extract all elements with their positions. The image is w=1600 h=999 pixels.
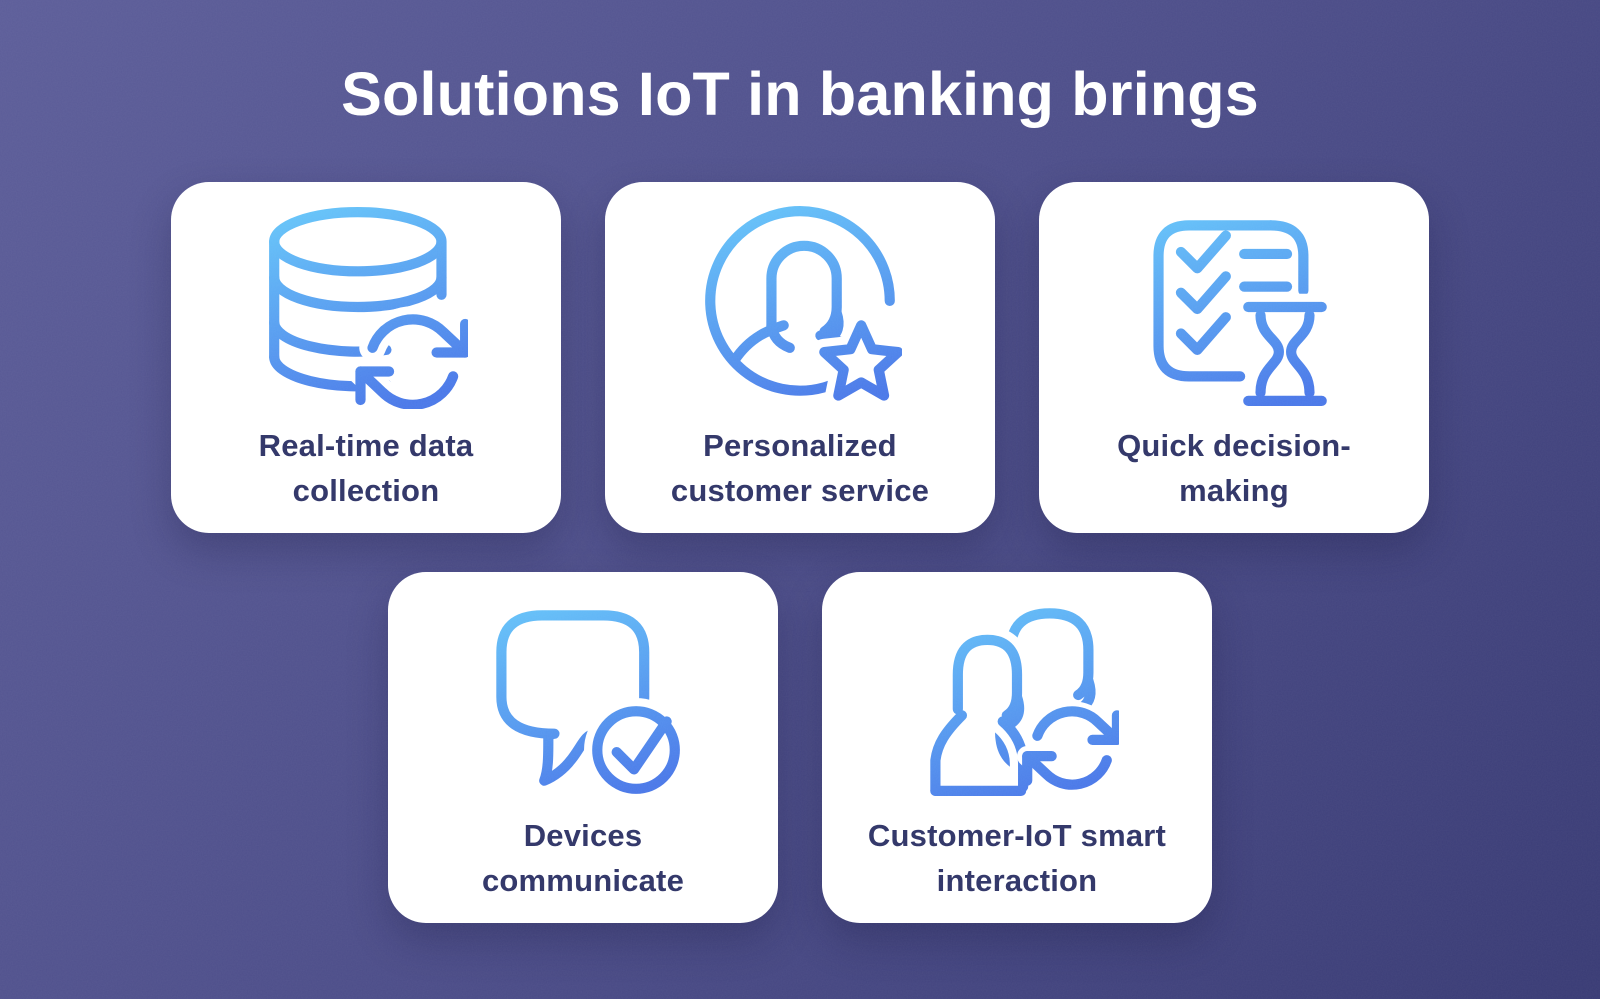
database-sync-icon xyxy=(264,182,468,424)
card-personalized-customer-service: Personalized customer service xyxy=(605,182,995,533)
page-title: Solutions IoT in banking brings xyxy=(341,60,1259,128)
label-line: collection xyxy=(292,472,440,508)
label-line: Devices xyxy=(523,818,643,854)
person-star-icon xyxy=(698,182,902,424)
label-line: customer service xyxy=(670,472,930,508)
card-label: Devices communicate xyxy=(468,814,698,903)
label-line: making xyxy=(1179,472,1289,508)
card-real-time-data-collection: Real-time data collection xyxy=(171,182,561,533)
chat-bubble-check-icon xyxy=(481,572,685,814)
card-label: Customer-IoT smart interaction xyxy=(854,814,1180,903)
label-line: Personalized xyxy=(703,428,897,464)
cards-row-top: Real-time data collection xyxy=(0,182,1600,533)
card-label: Real-time data collection xyxy=(245,424,488,513)
label-line: Quick decision- xyxy=(1117,428,1351,464)
card-label: Personalized customer service xyxy=(657,424,943,513)
label-line: Customer-IoT smart xyxy=(867,818,1167,854)
label-line: interaction xyxy=(936,862,1098,898)
label-line: communicate xyxy=(481,862,685,898)
card-devices-communicate: Devices communicate xyxy=(388,572,778,923)
card-label: Quick decision-making xyxy=(1103,424,1365,513)
label-line: Real-time data xyxy=(258,428,474,464)
checklist-hourglass-icon xyxy=(1132,182,1336,424)
people-sync-icon xyxy=(915,572,1119,814)
cards-row-bottom: Devices communicate xyxy=(0,572,1600,923)
card-quick-decision-making: Quick decision-making xyxy=(1039,182,1429,533)
card-customer-iot-smart-interaction: Customer-IoT smart interaction xyxy=(822,572,1212,923)
